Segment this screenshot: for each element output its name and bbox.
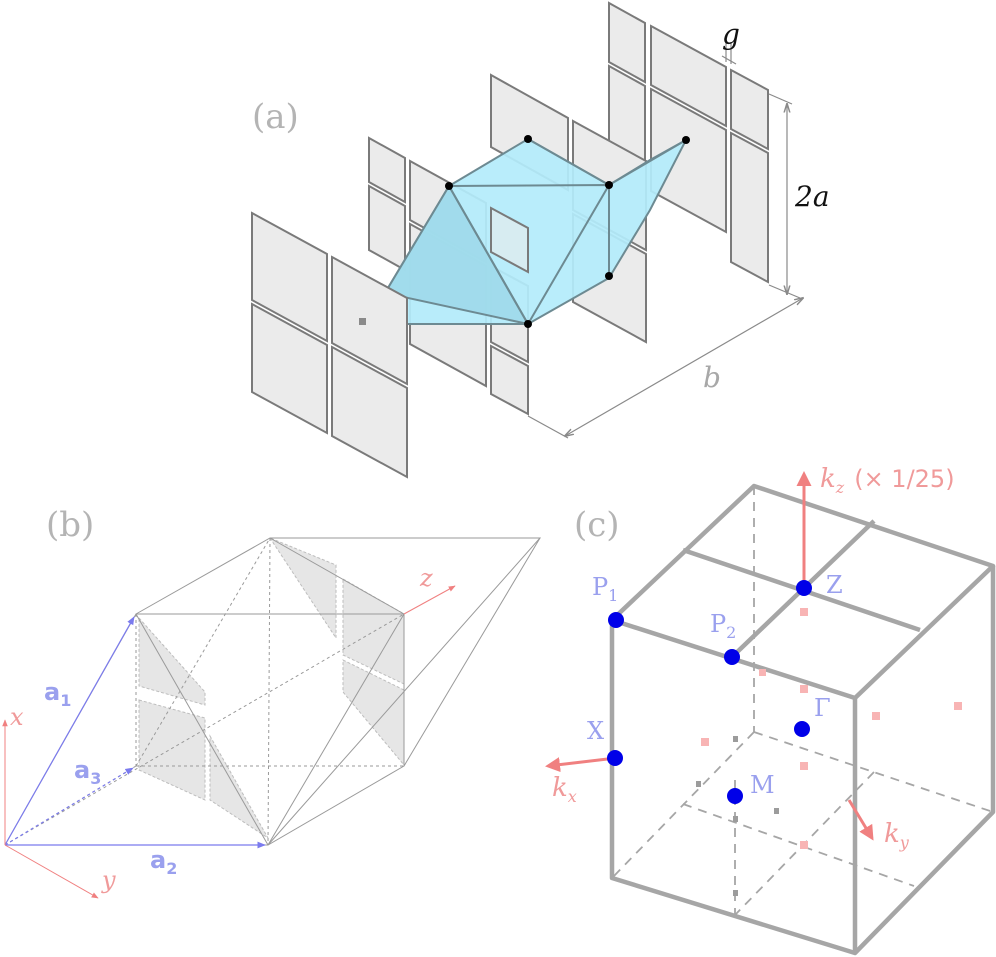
- point-P2: [724, 649, 740, 665]
- panel-a-label: (a): [252, 97, 299, 137]
- panel-c: (c): [545, 464, 996, 956]
- z-axis-label: z: [419, 564, 433, 592]
- gap-label: g: [722, 18, 740, 51]
- high-symmetry-points: P1 P2 Z Γ X M: [587, 571, 843, 804]
- point-P1: [608, 612, 624, 628]
- x-axis-label: x: [10, 703, 24, 731]
- panel-a: (a): [251, 1, 830, 479]
- lattice-vectors: a1 a2 a3: [4, 616, 266, 878]
- point-X: [607, 750, 623, 766]
- unit-cell: [383, 135, 690, 328]
- M-label: M: [750, 771, 775, 799]
- kx-arrow: [545, 756, 617, 773]
- panel-c-label: (c): [574, 505, 620, 545]
- ky-label: ky: [884, 819, 910, 852]
- cartesian-axes: x y z: [2, 564, 456, 899]
- plate-group-front: [251, 211, 408, 479]
- y-axis-label: y: [101, 866, 116, 894]
- dimension-annotations: g 2a b: [527, 18, 830, 439]
- bz-visible-edges: [609, 483, 996, 956]
- panel-b: (b): [2, 505, 542, 899]
- a2-label: a2: [150, 846, 177, 878]
- k-axes: kz(× 1/25) kx ky: [545, 464, 955, 852]
- panel-b-label: (b): [46, 505, 94, 545]
- a1-label: a1: [44, 678, 71, 710]
- depth-label: b: [703, 361, 721, 394]
- P2-label: P2: [710, 610, 736, 642]
- X-label: X: [587, 717, 604, 745]
- Z-label: Z: [826, 571, 843, 599]
- Gamma-label: Γ: [814, 694, 831, 722]
- point-Z: [796, 580, 812, 596]
- kx-label: kx: [552, 773, 577, 806]
- lattice-frame: [4, 537, 542, 846]
- height-label: 2a: [794, 180, 830, 213]
- a3-arrow: [4, 767, 134, 846]
- ky-arrow: [847, 799, 874, 841]
- a1-arrow: [4, 616, 135, 846]
- reciprocal-lattice-points: [696, 608, 962, 896]
- point-M: [727, 788, 743, 804]
- P1-label: P1: [592, 573, 618, 605]
- plate-group-back: [608, 1, 769, 284]
- a3-label: a3: [74, 756, 101, 788]
- kz-label: kz(× 1/25): [820, 464, 955, 497]
- point-Gamma: [794, 721, 810, 737]
